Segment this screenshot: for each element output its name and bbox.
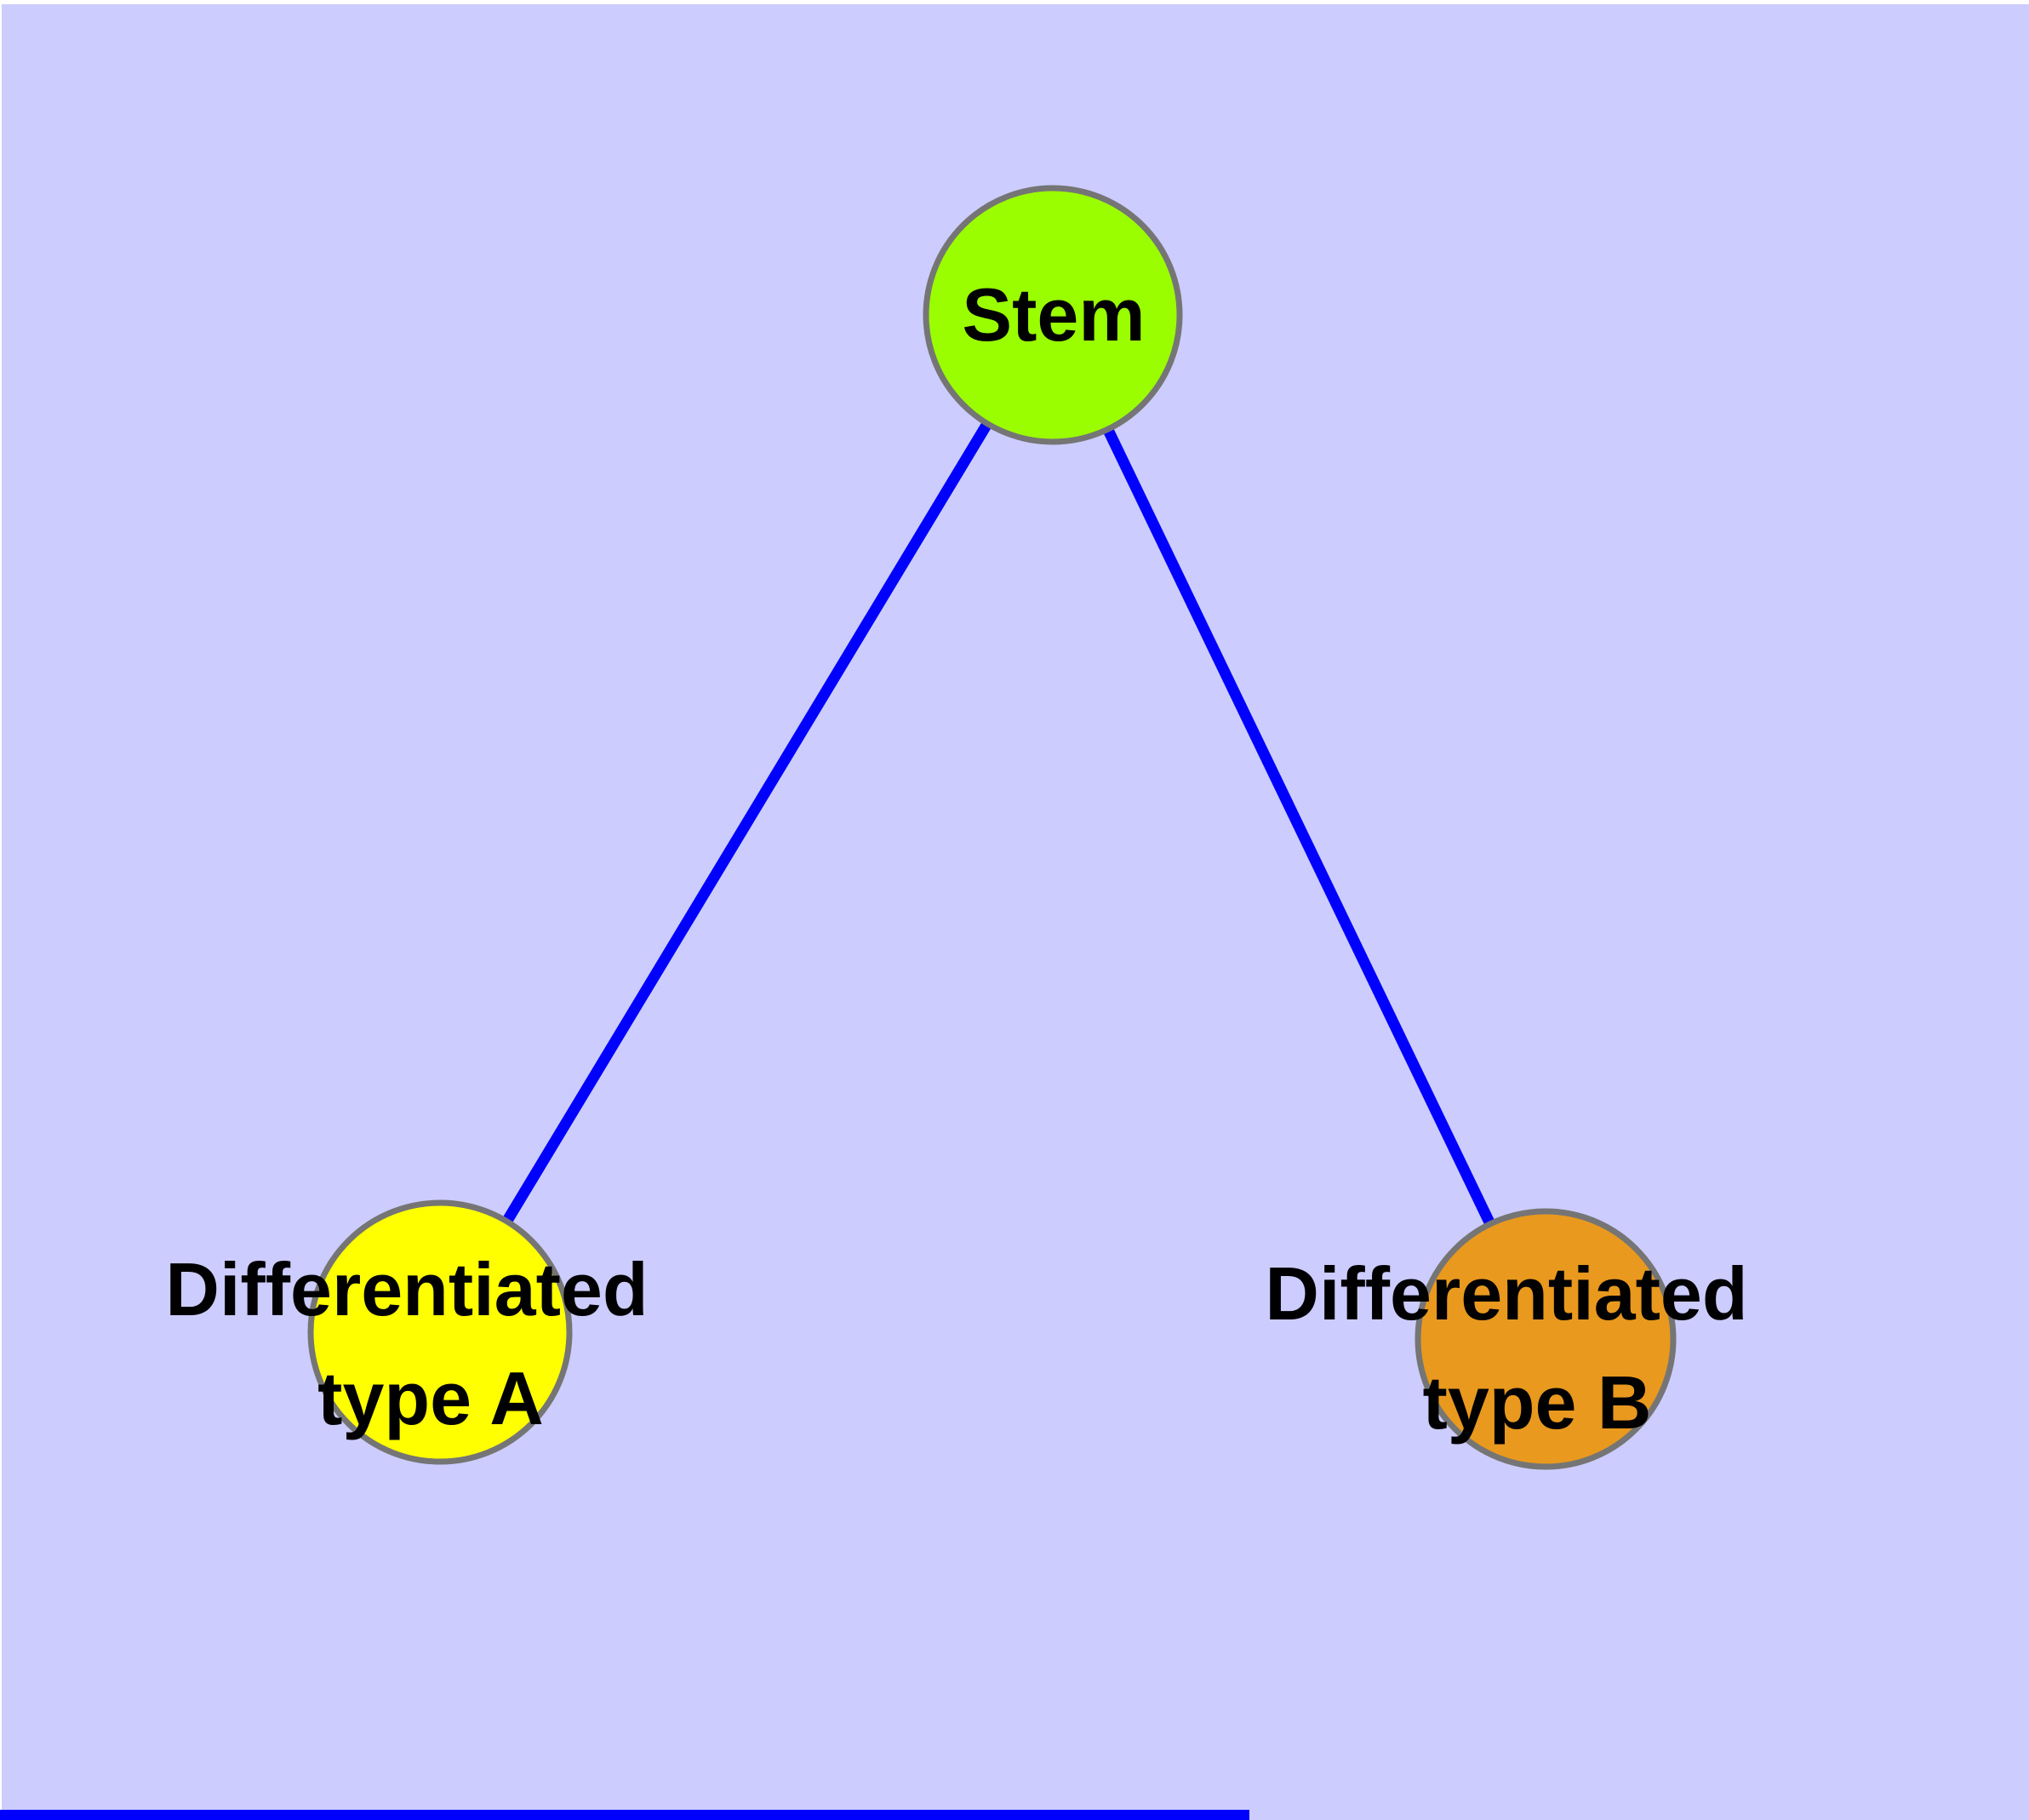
node-differentiated-type-b[interactable] <box>1415 1208 1677 1470</box>
node-differentiated-type-a[interactable] <box>307 1199 573 1465</box>
node-stem[interactable] <box>923 185 1183 445</box>
edge-stem-to-type-a <box>435 312 1058 1336</box>
edge-stem-to-type-b <box>1048 312 1551 1342</box>
node-label-type-a-line1: Differentiated <box>165 1247 648 1331</box>
node-label-type-b-line2: type B <box>1423 1360 1652 1445</box>
node-label-stem: Stem <box>962 272 1145 357</box>
node-label-type-b-line1: Differentiated <box>1265 1251 1747 1336</box>
node-label-type-a-line2: type A <box>317 1356 544 1440</box>
bottom-edge-blue-line <box>0 1810 1249 1820</box>
